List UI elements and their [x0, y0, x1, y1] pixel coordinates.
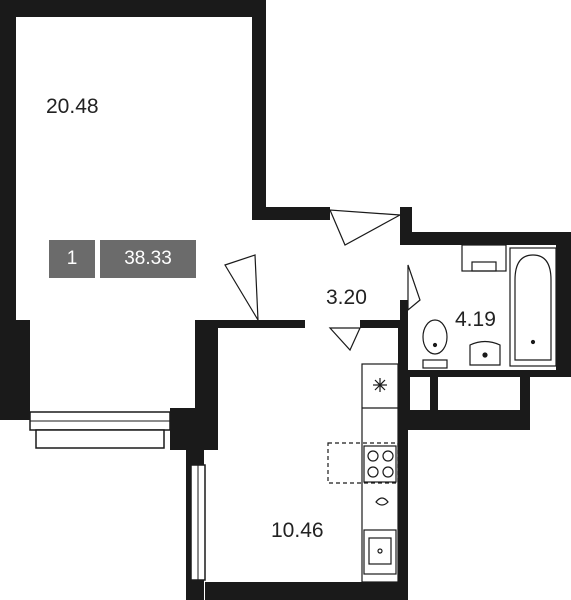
wall — [398, 320, 408, 600]
wall — [430, 377, 438, 412]
stove — [327, 442, 399, 484]
door — [224, 209, 421, 352]
wall — [400, 410, 528, 430]
window — [190, 464, 206, 581]
wall — [205, 582, 405, 600]
sink — [469, 340, 501, 366]
bathtub — [509, 247, 557, 367]
wall — [400, 232, 571, 245]
wall — [0, 320, 30, 420]
room-area-bathroom: 4.19 — [455, 308, 496, 331]
toilet — [422, 319, 448, 369]
wall — [400, 300, 408, 380]
toilet — [461, 244, 507, 272]
wall — [195, 320, 218, 450]
wall — [0, 0, 266, 17]
wall — [400, 370, 571, 377]
wall — [195, 320, 305, 328]
wall — [556, 232, 571, 377]
oven-symbol — [375, 497, 389, 506]
wall — [0, 0, 16, 420]
rooms-count-badge: 1 — [49, 240, 95, 278]
wall — [0, 408, 30, 420]
kitchen-sink — [363, 529, 397, 575]
fridge — [373, 378, 387, 392]
room-area-hallway: 3.20 — [326, 286, 367, 309]
wall — [252, 0, 266, 215]
total-area-badge: 38.33 — [100, 240, 196, 278]
window — [29, 411, 171, 449]
room-area-living: 20.48 — [46, 95, 99, 118]
wall — [400, 370, 410, 430]
room-area-kitchen: 10.46 — [271, 519, 324, 542]
wall — [520, 370, 530, 430]
wall — [252, 207, 330, 220]
wall — [360, 320, 408, 328]
